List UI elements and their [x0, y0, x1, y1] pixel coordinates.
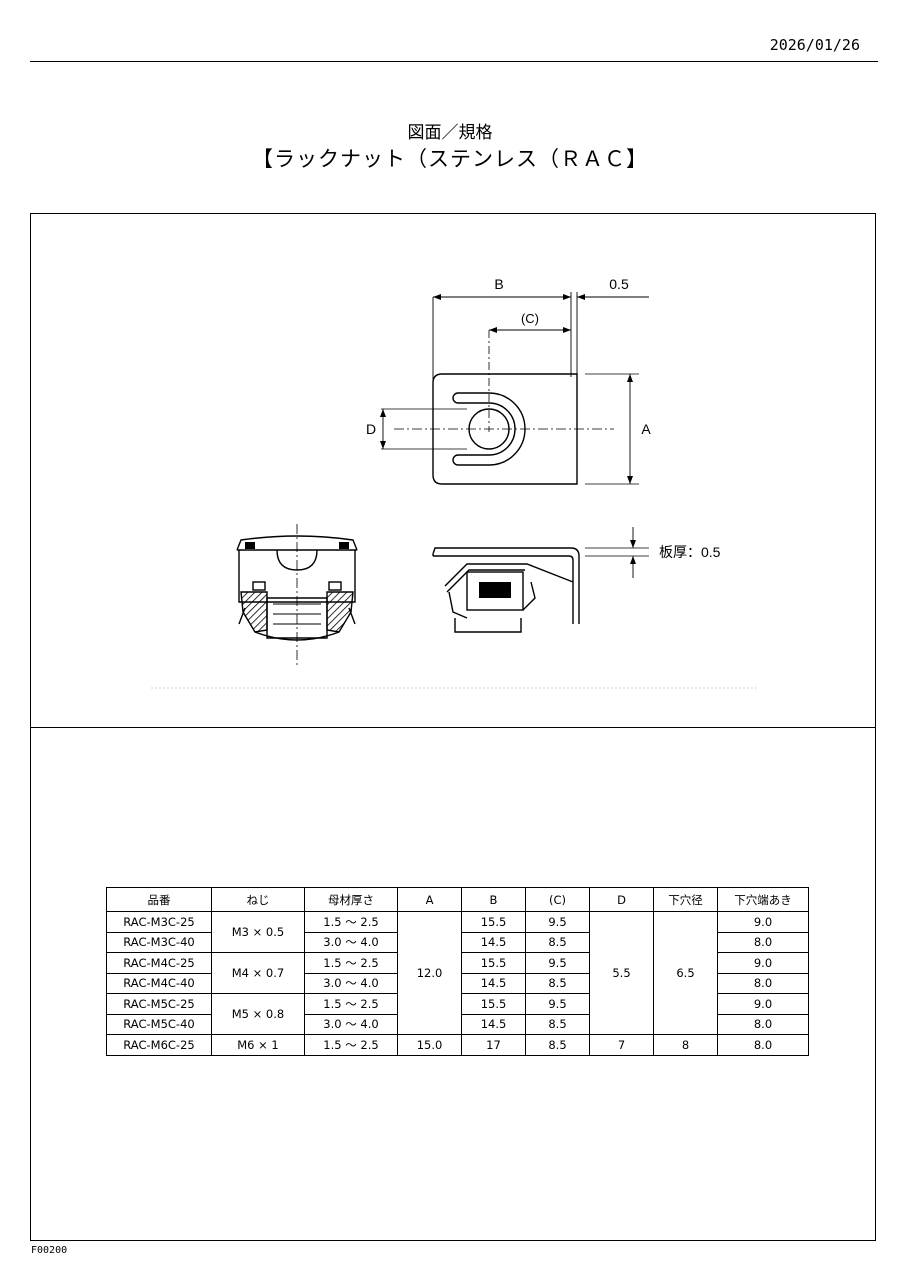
document-frame: B 0.5 (C) D A [30, 213, 876, 1241]
table-header-row: 品番 ねじ 母材厚さ A B (C) D 下穴径 下穴端あき [106, 887, 809, 912]
cell-c: 9.5 [525, 952, 590, 974]
cell-edge: 8.0 [717, 1034, 809, 1056]
cell-part: RAC-M4C-40 [106, 972, 212, 994]
header-d: D [589, 887, 654, 912]
technical-drawing: B 0.5 (C) D A [149, 252, 759, 692]
header-hole-diameter: 下穴径 [653, 887, 718, 912]
cell-b: 15.5 [461, 993, 526, 1015]
cell-b: 14.5 [461, 972, 526, 994]
dimension-label-a: A [641, 421, 651, 437]
table-row: RAC-M3C-25 M3 × 0.5 1.5 ～ 2.5 12.0 15.5 … [106, 911, 809, 1035]
cell-thickness: 3.0 ～ 4.0 [304, 931, 398, 953]
cell-edge: 8.0 [717, 931, 809, 953]
cell-c: 9.5 [525, 911, 590, 933]
header-thread: ねじ [211, 887, 305, 912]
cell-b: 15.5 [461, 911, 526, 933]
table-row: RAC-M6C-25 M6 × 1 1.5 ～ 2.5 15.0 17 8.5 … [106, 1034, 809, 1056]
front-section-view [236, 524, 358, 667]
cell-edge: 8.0 [717, 1013, 809, 1035]
title-block: 図面／規格 【ラックナット（ステンレス（ＲＡＣ】 [0, 122, 900, 174]
cell-edge: 8.0 [717, 972, 809, 994]
cell-part: RAC-M3C-40 [106, 931, 212, 953]
cell-edge: 9.0 [717, 952, 809, 974]
dimension-label-05: 0.5 [609, 276, 629, 292]
dimension-label-d: D [366, 421, 376, 437]
dimension-label-c: (C) [521, 311, 539, 326]
cell-thickness: 3.0 ～ 4.0 [304, 972, 398, 994]
cell-c: 8.5 [525, 931, 590, 953]
cell-thickness: 1.5 ～ 2.5 [304, 911, 398, 933]
cell-d: 5.5 [589, 911, 654, 1035]
cell-part: RAC-M3C-25 [106, 911, 212, 933]
cell-a: 12.0 [397, 911, 462, 1035]
cell-thickness: 1.5 ～ 2.5 [304, 993, 398, 1015]
cell-thread: M5 × 0.8 [211, 993, 305, 1035]
specification-table: 品番 ねじ 母材厚さ A B (C) D 下穴径 下穴端あき RAC-M3C-2… [106, 887, 809, 1056]
cell-c: 8.5 [525, 1013, 590, 1035]
header-a: A [397, 887, 462, 912]
cell-hole: 6.5 [653, 911, 718, 1035]
cell-thickness: 1.5 ～ 2.5 [304, 952, 398, 974]
header-edge-distance: 下穴端あき [717, 887, 809, 912]
cell-c: 8.5 [525, 972, 590, 994]
cell-edge: 9.0 [717, 993, 809, 1015]
frame-divider [31, 727, 875, 728]
header-c: (C) [525, 887, 590, 912]
cell-part: RAC-M5C-25 [106, 993, 212, 1015]
side-view [432, 527, 649, 633]
header-part-number: 品番 [106, 887, 212, 912]
cell-c: 9.5 [525, 993, 590, 1015]
header-base-thickness: 母材厚さ [304, 887, 398, 912]
top-view [380, 292, 649, 485]
page-title: 【ラックナット（ステンレス（ＲＡＣ】 [252, 147, 648, 171]
table-row: RAC-M3C-40 3.0 ～ 4.0 14.5 8.5 8.0 [106, 931, 809, 953]
header-rule [30, 61, 878, 62]
cell-part: RAC-M5C-40 [106, 1013, 212, 1035]
cell-thread: M4 × 0.7 [211, 952, 305, 994]
page-subtitle: 図面／規格 [407, 123, 493, 143]
dimension-label-b: B [494, 276, 503, 292]
cell-hole: 8 [653, 1034, 718, 1056]
cell-thread: M6 × 1 [211, 1034, 305, 1056]
cell-b: 17 [461, 1034, 526, 1056]
cell-edge: 9.0 [717, 911, 809, 933]
cell-thread: M3 × 0.5 [211, 911, 305, 953]
header-b: B [461, 887, 526, 912]
cell-a: 15.0 [397, 1034, 462, 1056]
document-code: F00200 [31, 1245, 68, 1256]
cell-b: 14.5 [461, 931, 526, 953]
cell-part: RAC-M4C-25 [106, 952, 212, 974]
sheet-thickness-label: 板厚：0.5 [659, 544, 721, 560]
cell-b: 15.5 [461, 952, 526, 974]
cell-c: 8.5 [525, 1034, 590, 1056]
cell-b: 14.5 [461, 1013, 526, 1035]
cell-part: RAC-M6C-25 [106, 1034, 212, 1056]
cell-thickness: 3.0 ～ 4.0 [304, 1013, 398, 1035]
cell-thickness: 1.5 ～ 2.5 [304, 1034, 398, 1056]
cell-d: 7 [589, 1034, 654, 1056]
document-date: 2026/01/26 [769, 36, 860, 54]
table-row: RAC-M5C-40 3.0 ～ 4.0 14.5 8.5 8.0 [106, 1013, 809, 1035]
